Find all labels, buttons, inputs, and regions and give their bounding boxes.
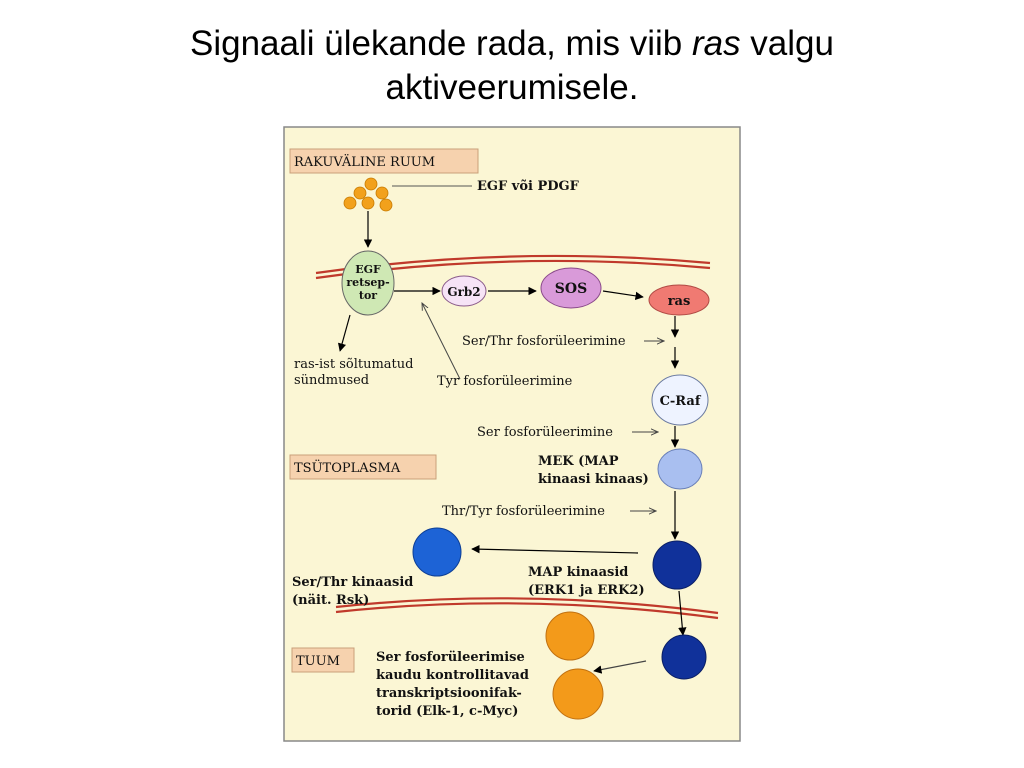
title-text: Signaali ülekande rada, mis viib [190,24,692,63]
ras-node [648,284,710,316]
ser-phos-label: Ser fosforüleerimine [477,425,613,440]
map-kinase-label-2: (ERK1 ja ERK2) [528,583,645,598]
tf-label-1: Ser fosforüleerimise [376,650,525,665]
nuclear-map-kinase-node [661,634,707,680]
nuclear-membrane [335,597,719,620]
region-nucleus: TUUM [296,654,340,669]
arrow-nuclear-map-to-tf [593,660,647,674]
egf-receptor-node [341,250,395,316]
serthr-kinase-label-2: (näit. Rsk) [292,593,369,608]
ligand-label: EGF või PDGF [477,179,580,194]
tyr-phos-pointer [422,303,461,380]
region-box-cytoplasm [289,454,437,480]
thrtyr-phos-label: Thr/Tyr fosforüleerimine [442,504,605,519]
tf-node-upper [545,611,595,661]
receptor-label-2: retsep- [346,276,389,289]
mek-node [657,448,703,490]
title-italic-ras: ras [691,24,741,63]
arrow-sos-to-ras [602,290,644,301]
region-cytoplasm: TSÜTOPLASMA [294,459,401,476]
mek-label-1: MEK (MAP [538,454,619,469]
slide-title: Signaali ülekande rada, mis viib ras val… [0,22,1024,110]
map-kinase-label-1: MAP kinaasid [528,565,628,580]
title-line-1: Signaali ülekande rada, mis viib ras val… [0,22,1024,66]
arrow-ras-independent [337,314,351,352]
mek-label-2: kinaasi kinaas) [538,472,649,487]
diagram-panel [283,126,741,742]
tf-label-2: kaudu kontrollitavad [376,668,529,683]
tf-label-3: transkriptsioonifak- [376,686,522,701]
ras-independent-label-2: sündmused [294,373,369,388]
sos-label: SOS [555,281,587,297]
c-raf-label: C-Raf [660,394,702,409]
title-line-2: aktiveerumisele. [385,68,639,107]
region-extracellular: RAKUVÄLINE RUUM [294,153,435,170]
map-kinase-node [652,540,702,590]
sos-node [540,267,602,309]
tyr-phos-label: Tyr fosforüleerimine [437,374,573,389]
serthr-phos-label: Ser/Thr fosforüleerimine [462,334,626,349]
receptor-label-1: EGF [355,263,381,276]
tf-label-4: torid (Elk-1, c-Myc) [376,704,518,719]
ligand-cluster [343,177,393,212]
grb2-node [441,275,487,307]
signal-pathway-diagram: RAKUVÄLINE RUUM TSÜTOPLASMA TUUM EGF või… [283,126,741,742]
title-text-end: valgu [740,24,834,63]
ras-independent-label-1: ras-ist sõltumatud [294,357,413,372]
ras-label: ras [668,294,691,309]
region-box-nucleus [291,647,355,673]
receptor-label-3: tor [359,289,377,302]
arrow-map-into-nucleus [678,590,687,636]
tf-node-lower [552,668,604,720]
arrow-map-to-serthr-kinase [471,544,639,554]
grb2-label: Grb2 [447,285,480,299]
serthr-kinase-node [412,527,462,577]
c-raf-node [651,374,709,426]
serthr-kinase-label-1: Ser/Thr kinaasid [292,575,413,590]
region-box-extracellular [289,148,479,174]
